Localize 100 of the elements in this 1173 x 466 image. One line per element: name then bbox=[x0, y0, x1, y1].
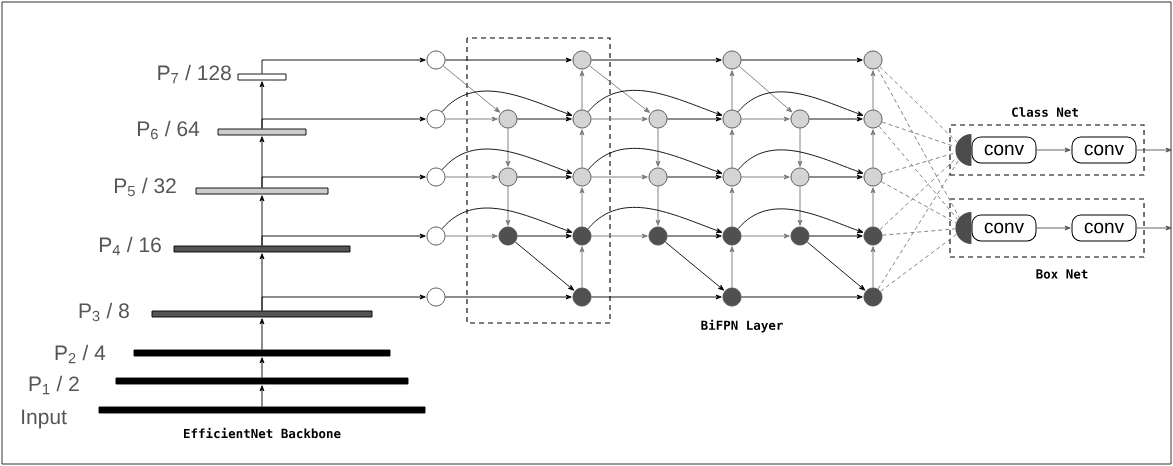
feature-node bbox=[426, 50, 446, 70]
arrow bbox=[587, 207, 723, 233]
feature-node bbox=[863, 226, 883, 246]
arrow bbox=[591, 57, 722, 63]
arrow bbox=[261, 57, 426, 74]
feature-node bbox=[426, 109, 446, 129]
arrow bbox=[1036, 147, 1071, 153]
feature-node bbox=[722, 226, 742, 246]
arrow bbox=[441, 207, 573, 233]
arrow bbox=[517, 116, 572, 122]
fusion-node bbox=[955, 212, 972, 244]
arrow bbox=[589, 65, 650, 113]
arrow bbox=[441, 90, 573, 116]
level-label: Input bbox=[22, 409, 67, 429]
feature-node bbox=[790, 226, 810, 246]
arrow bbox=[667, 116, 722, 122]
arrow bbox=[259, 357, 265, 378]
arrow bbox=[729, 129, 735, 168]
arrow bbox=[591, 174, 648, 180]
arrow bbox=[738, 65, 793, 113]
arrow bbox=[741, 233, 790, 239]
arrow bbox=[505, 186, 511, 226]
caption-text: EfficientNet Backbone bbox=[184, 427, 341, 439]
arrow bbox=[261, 294, 426, 311]
fusion-node bbox=[955, 134, 972, 166]
arrow bbox=[809, 116, 863, 122]
arrow bbox=[797, 128, 803, 167]
arrow bbox=[445, 233, 498, 239]
feature-node bbox=[498, 226, 518, 246]
feature-node bbox=[722, 109, 742, 129]
feature-node bbox=[863, 109, 883, 129]
arrow bbox=[737, 91, 864, 116]
arrow bbox=[579, 187, 585, 227]
arrow bbox=[737, 208, 864, 233]
feature-node bbox=[572, 287, 592, 307]
net-title: Box Net bbox=[1036, 269, 1088, 279]
conv-block: conv bbox=[1071, 214, 1137, 242]
arrow bbox=[667, 233, 722, 239]
arrow bbox=[655, 186, 661, 226]
feature-node bbox=[722, 167, 742, 187]
arrow bbox=[741, 57, 863, 63]
arrow bbox=[261, 233, 426, 246]
level-label: P$_{5}$ / 32 bbox=[115, 177, 176, 197]
arrow bbox=[655, 128, 661, 167]
arrow bbox=[809, 233, 863, 239]
feature-node bbox=[722, 287, 742, 307]
conv-block: conv bbox=[1071, 136, 1137, 164]
arrow bbox=[729, 187, 735, 227]
net-title: Class Net bbox=[1012, 107, 1078, 117]
arrow bbox=[1036, 225, 1071, 231]
level-label: P$_{6}$ / 64 bbox=[138, 120, 200, 140]
arrow bbox=[261, 116, 426, 129]
feature-node bbox=[790, 109, 810, 129]
level-label: P$_{4}$ / 16 bbox=[100, 236, 161, 256]
arrow bbox=[579, 246, 585, 288]
arrow bbox=[517, 233, 572, 239]
feature-node bbox=[572, 50, 592, 70]
arrow bbox=[442, 65, 501, 113]
feature-node bbox=[498, 109, 518, 129]
arrow bbox=[741, 116, 790, 122]
feature-node bbox=[426, 287, 446, 307]
conv-block: conv bbox=[971, 214, 1037, 242]
arrow bbox=[1136, 225, 1172, 231]
arrow bbox=[445, 294, 572, 300]
arrow bbox=[667, 174, 722, 180]
arrow bbox=[259, 385, 265, 407]
feature-node bbox=[572, 226, 592, 246]
arrow bbox=[591, 116, 648, 122]
arrow bbox=[870, 246, 876, 288]
feature-node bbox=[572, 109, 592, 129]
arrow bbox=[809, 174, 863, 180]
arrow bbox=[591, 233, 648, 239]
level-label: P$_{3}$ / 8 bbox=[79, 302, 129, 322]
arrow bbox=[729, 246, 735, 288]
arrow bbox=[259, 318, 265, 350]
feature-node bbox=[722, 50, 742, 70]
feature-node bbox=[648, 167, 668, 187]
level-label: P$_{2}$ / 4 bbox=[55, 344, 106, 364]
caption-text: BiFPN Layer bbox=[701, 319, 783, 333]
feature-node bbox=[426, 167, 446, 187]
arrow bbox=[806, 241, 866, 291]
arrow bbox=[517, 174, 572, 180]
arrow bbox=[591, 294, 722, 300]
arrow bbox=[737, 149, 864, 174]
level-label: P$_{1}$ / 2 bbox=[29, 375, 79, 395]
arrow bbox=[261, 174, 426, 188]
arrow bbox=[741, 294, 863, 300]
arrow bbox=[505, 128, 511, 167]
arrow bbox=[445, 174, 498, 180]
arrow bbox=[587, 90, 723, 116]
arrow bbox=[870, 187, 876, 227]
feature-node bbox=[863, 167, 883, 187]
feature-node bbox=[498, 167, 518, 187]
arrow bbox=[514, 241, 575, 291]
arrow bbox=[741, 174, 790, 180]
arrow bbox=[445, 116, 498, 122]
arrow bbox=[441, 148, 573, 174]
feature-node bbox=[572, 167, 592, 187]
feature-node bbox=[426, 226, 446, 246]
feature-node bbox=[790, 167, 810, 187]
